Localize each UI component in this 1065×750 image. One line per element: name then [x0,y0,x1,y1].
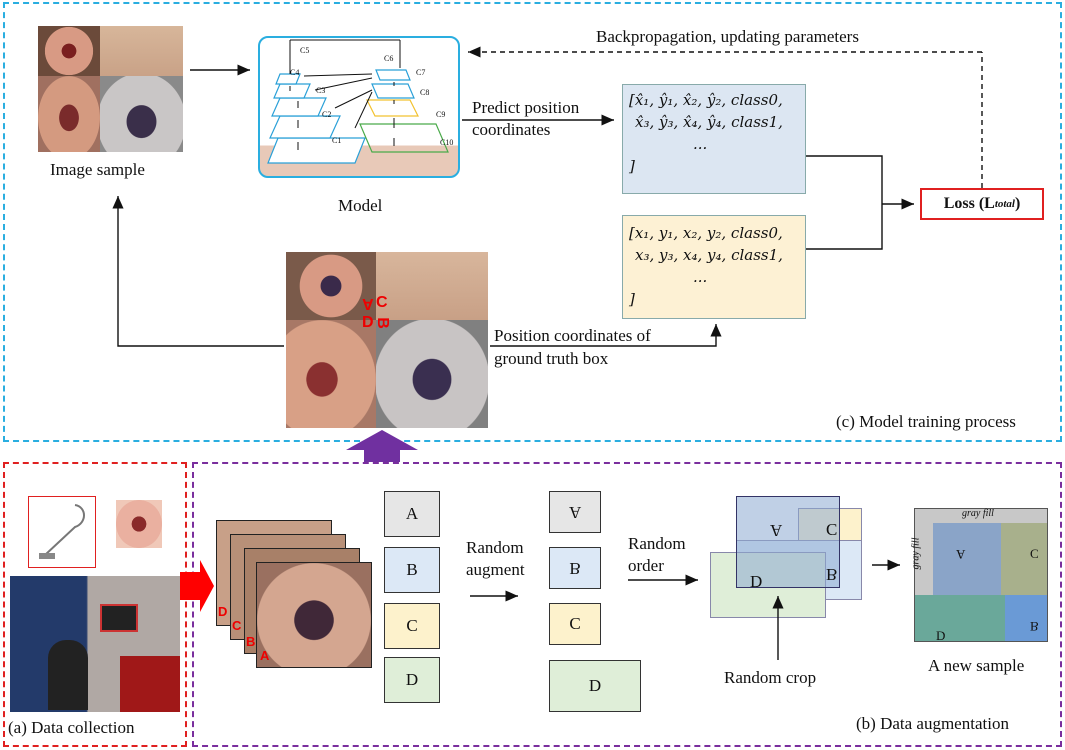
sample-tag-c: C [376,294,388,311]
layer-c10: C10 [440,138,454,147]
random-crop-label: Random crop [724,668,817,687]
loss-label: Loss (L [943,195,995,212]
random-augment-label-1: Random [466,538,524,557]
backprop-label: Backpropagation, updating parameters [596,27,859,46]
aug-photo-2 [376,252,488,320]
aug-box-a: A [549,491,601,533]
mosaic-c-label: C [826,520,838,539]
stack-image-1 [256,562,372,668]
stack-tag-a: A [260,648,270,663]
data-collection-caption: (a) Data collection [8,718,135,737]
sample-tag-d: D [362,314,374,331]
data-augmentation-caption: (b) Data augmentation [856,714,1009,733]
aug-box-d: D [549,660,641,712]
purple-arrow [346,430,418,462]
gt-line-3: ... [693,268,708,286]
sample-photo-1 [38,26,100,76]
pred-line-4: ] [629,157,635,175]
ground-truth-box: [x₁, y₁, x₂, y₂, class0, x₃, y₃, x₄, y₄,… [622,215,806,319]
pred-line-2: x̂₃, ŷ₃, x̂₄, ŷ₄, class1, [635,113,783,131]
desk [120,656,180,712]
stack-tag-c: C [232,618,242,633]
layer-c6: C6 [384,54,394,63]
layer-c5: C5 [300,46,310,55]
model-label: Model [338,196,383,215]
box-d: D [384,657,440,703]
random-augment-label-2: augment [466,560,525,579]
layer-c8: C8 [420,88,430,97]
data-augmentation-region [192,462,1062,747]
model-training-caption: (c) Model training process [836,412,1016,431]
layer-c9: C9 [436,110,446,119]
gt-label-1: Position coordinates of [494,326,651,345]
augmented-sample-collage [286,252,488,428]
gt-label-2: ground truth box [494,349,609,368]
new-sample-c [1001,523,1047,595]
sample-photo-3 [38,76,100,152]
aug-photo-1 [286,252,376,320]
sample-photo-2 [100,26,183,76]
new-sample-d [915,595,1005,641]
data-collection-photo [10,576,180,712]
model-diagram: C5 C4 C3 C2 C1 C6 C7 C8 C9 C10 [258,36,460,178]
predict-label-1: Predict position [472,98,580,117]
line-pred-to-loss [806,155,883,204]
aug-photo-3 [286,320,376,428]
box-a: A [384,491,440,537]
layer-c7: C7 [416,68,426,77]
sample-photo-4 [100,76,183,152]
layer-c4: C4 [290,68,300,77]
pred-line-1: [x̂₁, ŷ₁, x̂₂, ŷ₂, class0, [629,91,783,109]
pred-line-3: ... [693,135,708,153]
probe-inset [28,496,96,568]
line-gt-to-loss [806,204,883,250]
gt-line-2: x₃, y₃, x₄, y₄, class1, [635,246,783,264]
new-sample [914,508,1048,642]
model-network-svg [267,39,449,164]
arrow-aug-to-sample [112,196,284,347]
mosaic-a [736,496,840,588]
model-training-region [3,2,1062,442]
loss-close: ) [1014,195,1021,212]
gt-line-1: [x₁, y₁, x₂, y₂, class0, [629,224,783,242]
image-sample-label: Image sample [50,160,145,179]
random-order-label-1: Random [628,534,686,553]
gt-line-4: ] [629,290,635,308]
box-b: B [384,547,440,593]
red-arrow [180,560,214,612]
aug-box-b: B [549,547,601,589]
new-sample-label: A new sample [928,656,1025,675]
prediction-box: [x̂₁, ŷ₁, x̂₂, ŷ₂, class0, x̂₃, ŷ₃, x̂₄,… [622,84,806,194]
monitor [100,604,138,632]
new-sample-a [933,523,1001,595]
mouth-inset [116,500,162,548]
aug-photo-4 [376,320,488,428]
layer-c3: C3 [316,86,326,95]
stack-tag-b: B [246,634,256,649]
new-tag-c: C [1030,546,1039,561]
layer-c1: C1 [332,136,342,145]
random-order-label-2: order [628,556,664,575]
loss-subscript: total [994,198,1015,210]
image-sample-collage [38,26,183,152]
predict-label-2: coordinates [472,120,551,139]
layer-c2: C2 [322,110,332,119]
person [48,640,88,710]
arrow-gt-label-to-box [490,324,722,347]
box-c: C [384,603,440,649]
data-collection-region [3,462,187,747]
aug-box-c: C [549,603,601,645]
stack-tag-d: D [218,604,228,619]
gray-fill-top: gray fill [962,508,994,519]
mosaic-d-label: D [750,572,763,591]
new-tag-d: D [936,628,946,643]
new-sample-b [1005,595,1047,641]
probe-svg [39,504,85,559]
